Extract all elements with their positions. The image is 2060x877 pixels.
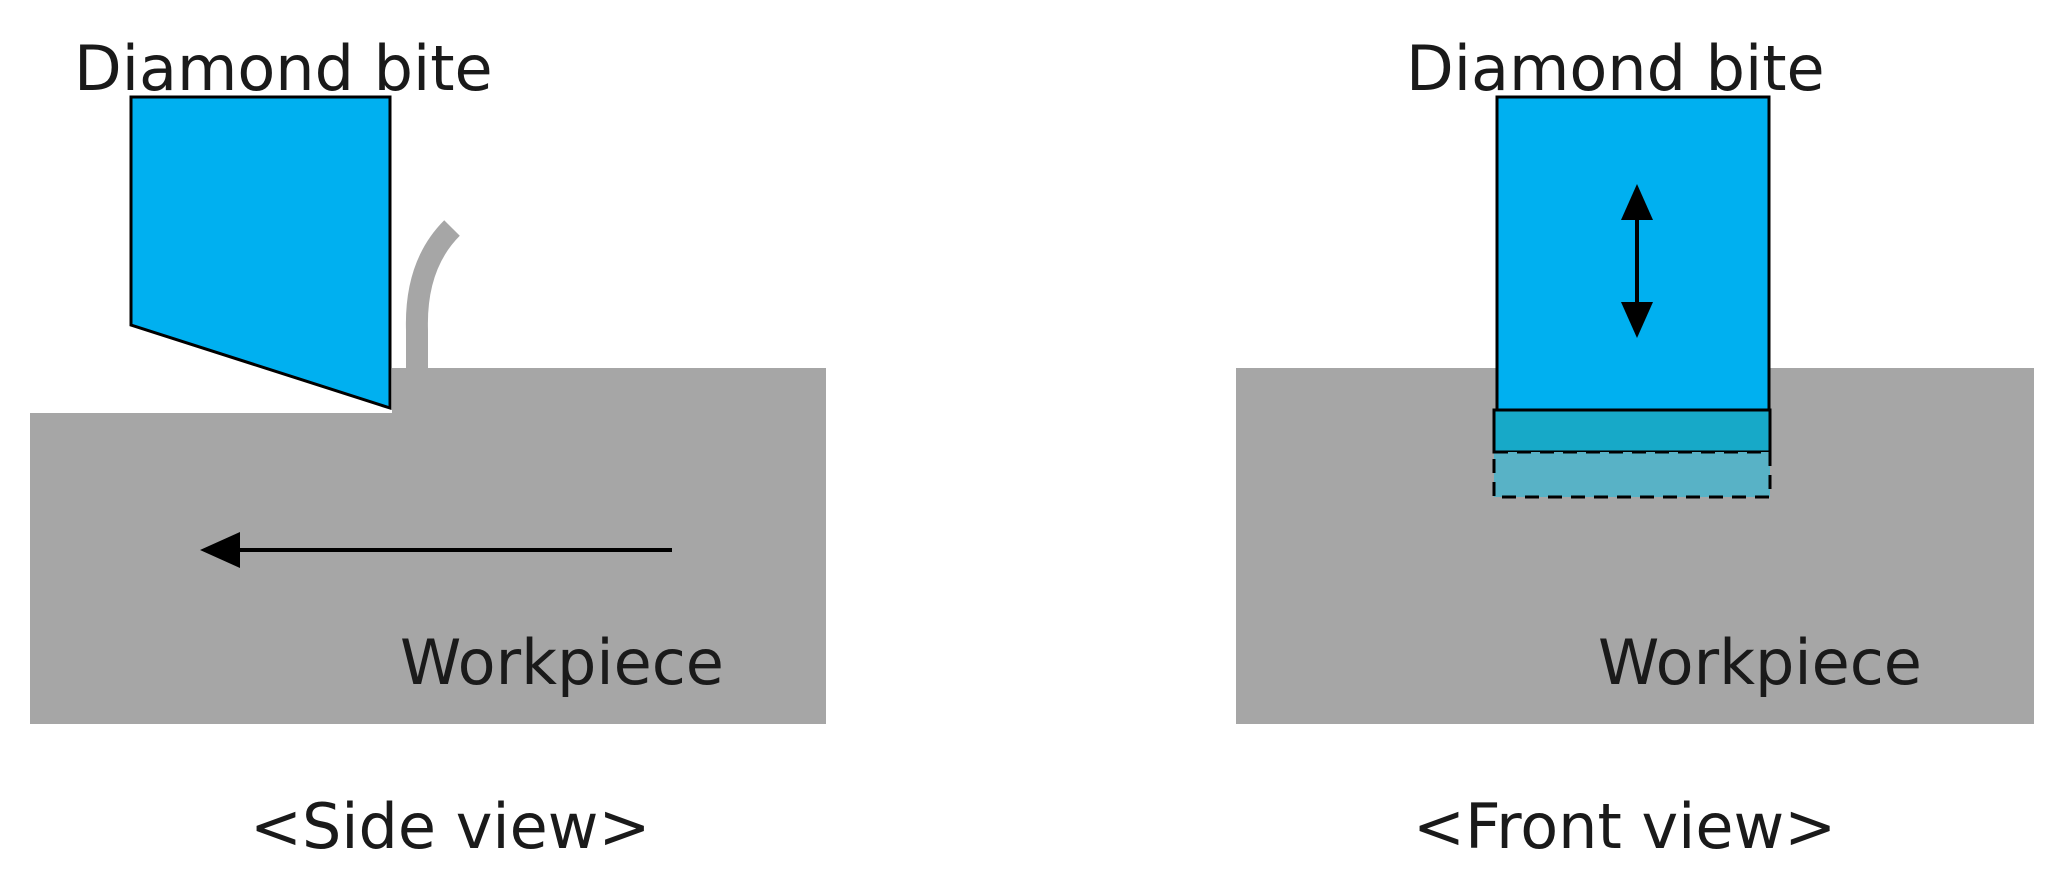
vertical-arrowhead-up [1621,184,1653,220]
chip [405,220,461,372]
front-view-caption: <Front view> [1413,790,1837,863]
side-diamond-tool [129,95,392,411]
side-workpiece-label: Workpiece [400,626,724,699]
side-workpiece [30,368,826,724]
front-diamond-tool [1495,95,1771,412]
front-view [1236,95,2034,724]
side-tool-label: Diamond bite [74,32,493,105]
feed-arrowhead [200,532,240,568]
side-view [30,95,826,724]
next-cut-outline [1492,450,1772,499]
vertical-arrowhead-down [1621,302,1653,338]
cut-groove [1492,408,1772,454]
front-tool-label: Diamond bite [1406,32,1825,105]
front-workpiece-label: Workpiece [1598,626,1922,699]
side-view-caption: <Side view> [250,790,651,863]
